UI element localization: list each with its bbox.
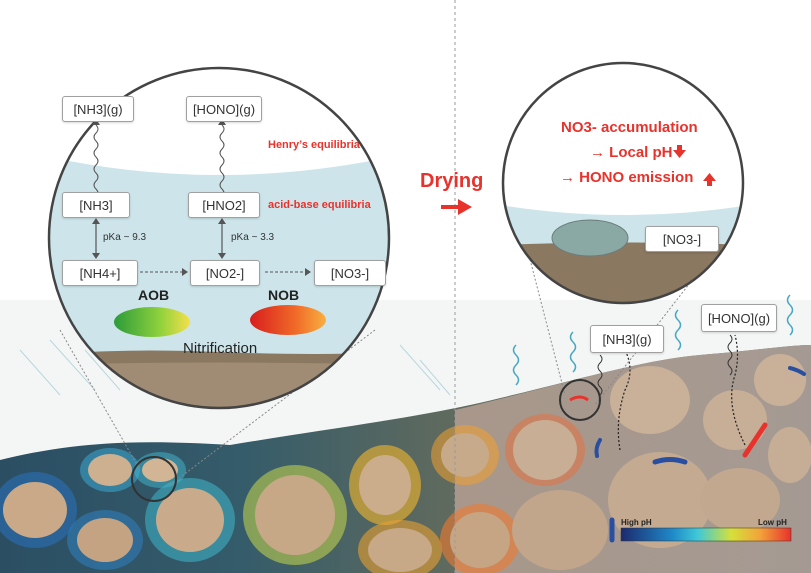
no2-box: [NO2-] (190, 260, 260, 286)
aob-bacterium (114, 307, 190, 337)
hono-emission-text: → HONO emission (560, 169, 694, 186)
pka-hno2-label: pKa ~ 3.3 (231, 232, 275, 243)
emission-waves (512, 294, 794, 386)
drying-arrow-icon (441, 199, 472, 215)
ph-colorbar (620, 527, 792, 542)
no3-box-left: [NO3-] (314, 260, 386, 286)
no3-accumulation-text: NO3- accumulation (561, 119, 698, 136)
no3-box-right: [NO3-] (645, 226, 719, 252)
nh3-gas-box-right: [NH3](g) (590, 325, 664, 353)
nitrification-label: Nitrification (183, 340, 258, 357)
acid-base-equilibria-label: acid-base equilibria (268, 199, 371, 211)
hono-gas-box: [HONO](g) (186, 96, 262, 122)
nob-bacterium (250, 305, 326, 335)
colorbar-low-label: Low pH (758, 518, 787, 527)
rain-lines (19, 339, 451, 396)
soil-grains-right (505, 354, 811, 570)
soil-grains-left (0, 425, 520, 573)
drying-label: Drying (420, 170, 484, 192)
hono-gas-box-right: [HONO](g) (701, 304, 777, 332)
colorbar-high-label: High pH (621, 518, 652, 527)
henry-equilibria-label: Henry’s equilibria (268, 139, 360, 151)
pka-nh4-label: pKa ~ 9.3 (103, 232, 147, 243)
ph-down-arrow-icon (677, 145, 682, 151)
nh3-gas-box: [NH3](g) (62, 96, 134, 122)
hno2-aq-box: [HNO2] (188, 192, 260, 218)
nob-label: NOB (268, 287, 300, 303)
nh4-box: [NH4+] (62, 260, 138, 286)
local-ph-text: → Local pH (590, 144, 673, 161)
aob-label: AOB (138, 287, 170, 303)
nh3-aq-box: [NH3] (62, 192, 130, 218)
hono-up-arrow-icon (707, 180, 712, 186)
